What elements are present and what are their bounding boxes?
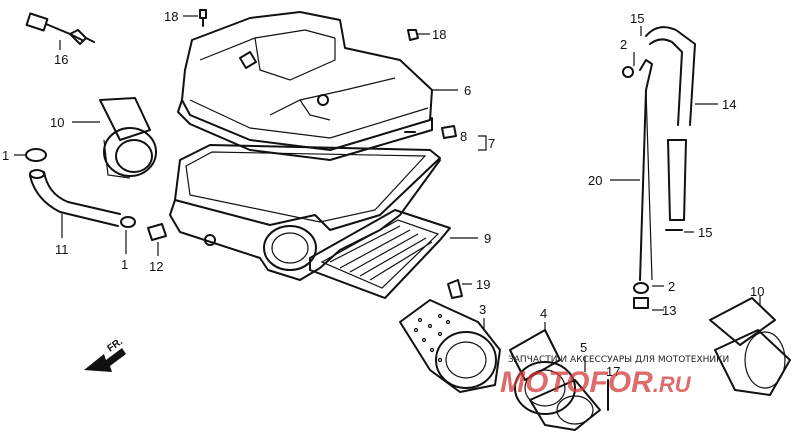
- callout-7: 7: [488, 136, 495, 151]
- callout-8: 8: [460, 129, 467, 144]
- callout-4: 4: [540, 306, 547, 321]
- part-4-5-carb-joint: [509, 322, 609, 431]
- housing-body: [169, 144, 441, 281]
- callout-9: 9: [484, 231, 491, 246]
- callout-14: 14: [722, 97, 736, 112]
- part-12-plug: [147, 223, 167, 256]
- callout-15-top: 15: [630, 11, 644, 26]
- callout-6: 6: [464, 83, 471, 98]
- callout-labels: 16 18 18 6 10 1 7 8 11 1 12 9 19 3 4 5 1…: [2, 9, 764, 379]
- callout-16: 16: [54, 52, 68, 67]
- part-16-sensor: [25, 12, 95, 50]
- part-10-intake-boot-right: [709, 296, 791, 396]
- callout-15-bottom: 15: [698, 225, 712, 240]
- part-1-clamp-upper: [14, 148, 47, 162]
- callout-20: 20: [588, 173, 602, 188]
- part-10-intake-boot-left: [72, 97, 157, 179]
- part-9-filter-frame: [309, 209, 478, 299]
- callout-13: 13: [662, 303, 676, 318]
- watermark-caption: ЗАПЧАСТИ И АКСЕССУАРЫ ДЛЯ МОТОТЕХНИКИ: [508, 355, 729, 365]
- callout-11: 11: [55, 242, 69, 257]
- part-18-bolt-right: [407, 29, 430, 41]
- part-1-clamp-lower: [120, 216, 136, 254]
- callout-2-bottom: 2: [668, 279, 675, 294]
- watermark: ЗАПЧАСТИ И АКСЕССУАРЫ ДЛЯ МОТОТЕХНИКИ MO…: [500, 355, 729, 399]
- callout-18-left: 18: [164, 9, 178, 24]
- front-direction-marker: FR.: [84, 336, 126, 372]
- leader-7: [478, 135, 487, 151]
- callout-2-top: 2: [620, 37, 627, 52]
- part-8-clip: [404, 125, 457, 139]
- callout-19: 19: [476, 277, 490, 292]
- part-19-clip: [447, 279, 472, 299]
- callout-10-right: 10: [750, 284, 764, 299]
- callout-12: 12: [149, 259, 163, 274]
- watermark-logo: MOTOFOR.RU: [500, 366, 692, 399]
- callout-1-upper: 1: [2, 148, 9, 163]
- breather-hose-assembly: [610, 26, 718, 311]
- callout-10-left: 10: [50, 115, 64, 130]
- part-18-bolt-left: [183, 9, 207, 27]
- part-3-filter-element: [399, 299, 501, 393]
- callout-18-right: 18: [432, 27, 446, 42]
- part-6-cleaner-cover: [177, 11, 458, 161]
- callout-3: 3: [479, 302, 486, 317]
- callout-5: 5: [580, 340, 587, 355]
- part-11-hose: [29, 169, 121, 238]
- callout-1-lower: 1: [121, 257, 128, 272]
- callout-17: 17: [606, 364, 620, 379]
